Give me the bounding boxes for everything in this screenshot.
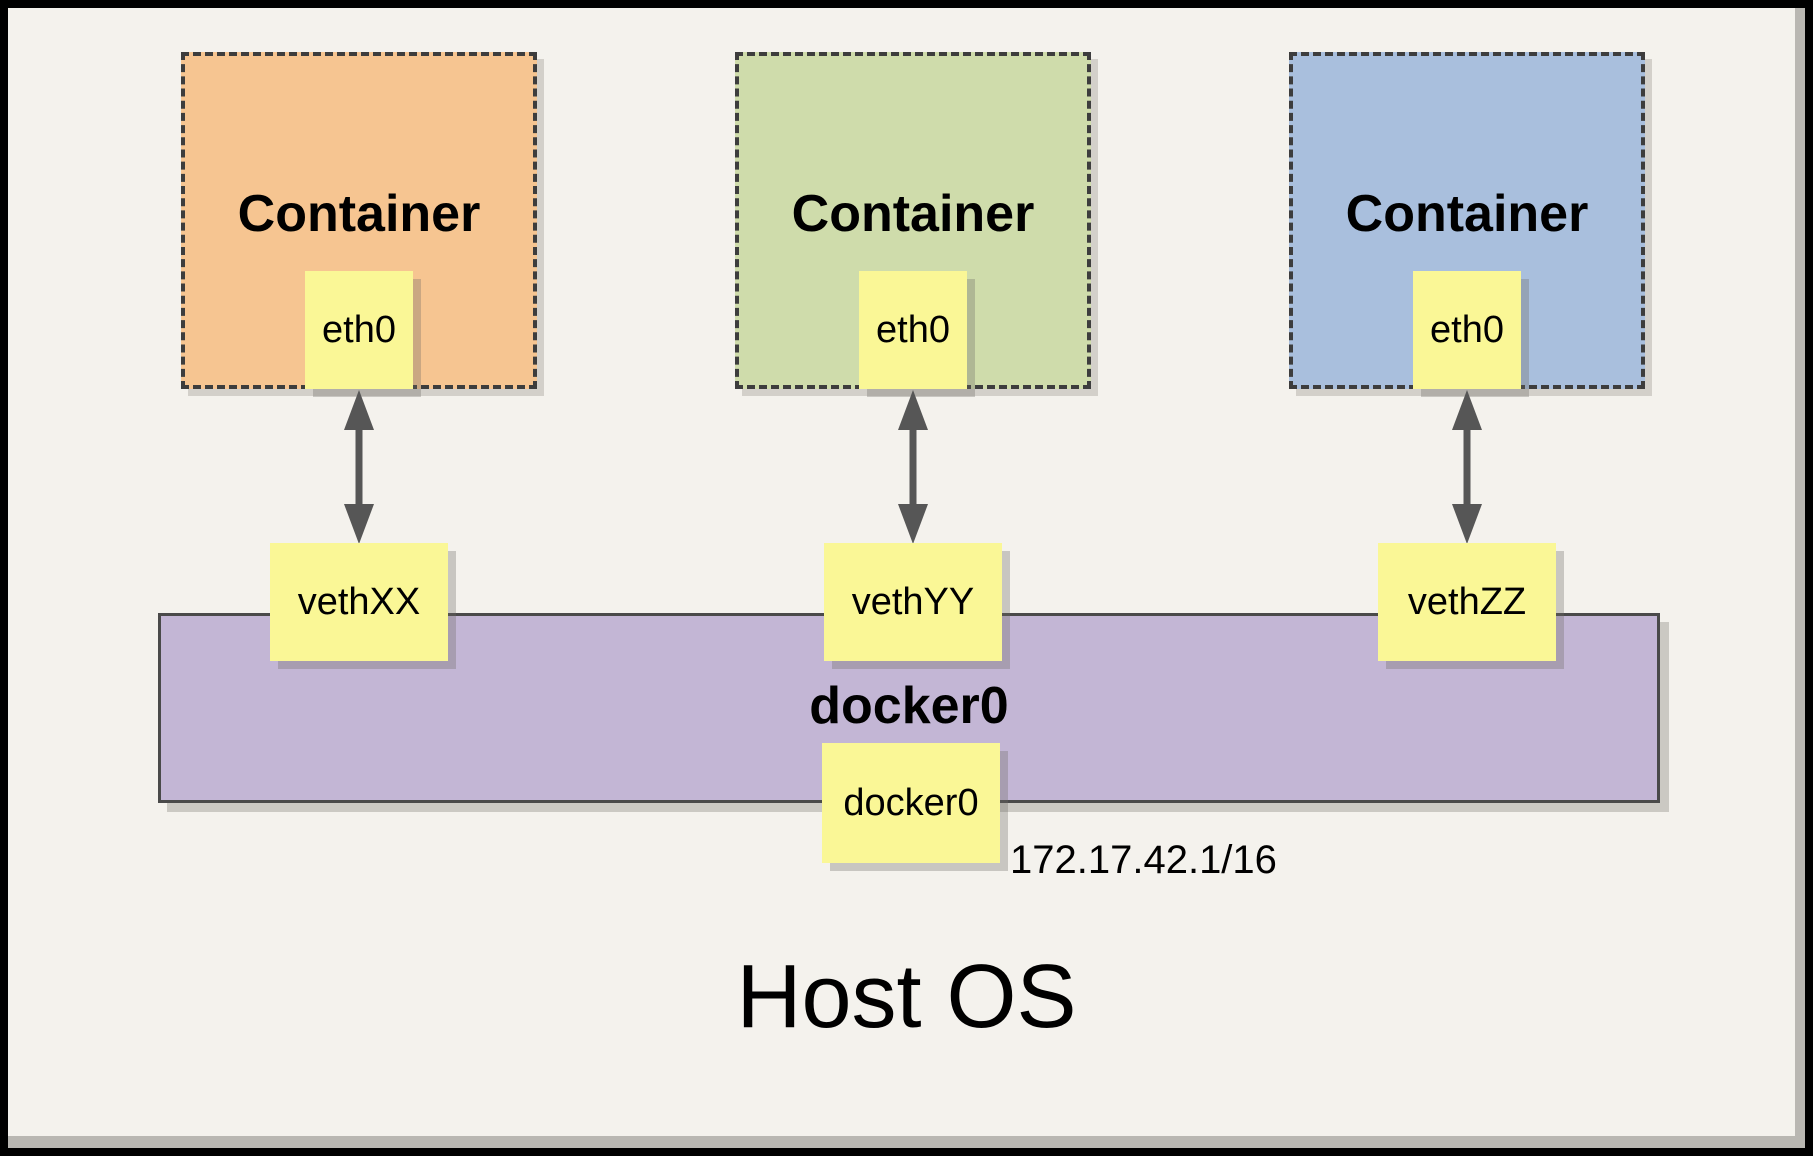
veth-box: vethYY	[824, 543, 1002, 661]
eth0-interface-box: eth0	[859, 271, 967, 389]
veth-label: vethYY	[851, 581, 975, 623]
eth0-label: eth0	[322, 309, 396, 351]
container-box-blue: Container eth0	[1289, 52, 1645, 389]
veth-box: vethZZ	[1378, 543, 1556, 661]
eth0-interface-box: eth0	[1413, 271, 1521, 389]
veth-label: vethXX	[297, 581, 421, 623]
docker0-interface-label: docker0	[843, 782, 979, 824]
container-box-orange: Container eth0	[181, 52, 537, 389]
docker0-bridge-label: docker0	[809, 677, 1009, 735]
veth-box: vethXX	[270, 543, 448, 661]
double-arrow-icon	[344, 390, 374, 544]
docker0-interface-box: docker0	[822, 743, 1000, 863]
container-label: Container	[237, 185, 481, 243]
container-label: Container	[1345, 185, 1589, 243]
container-box-green: Container eth0	[735, 52, 1091, 389]
double-arrow-icon	[898, 390, 928, 544]
eth0-label: eth0	[876, 309, 950, 351]
veth-label: vethZZ	[1407, 581, 1527, 623]
double-arrow-icon	[1452, 390, 1482, 544]
eth0-interface-box: eth0	[305, 271, 413, 389]
bridge-ip-label: 172.17.42.1/16	[1010, 838, 1277, 882]
host-os-label: Host OS	[736, 947, 1077, 1047]
container-label: Container	[791, 185, 1035, 243]
eth0-label: eth0	[1430, 309, 1504, 351]
